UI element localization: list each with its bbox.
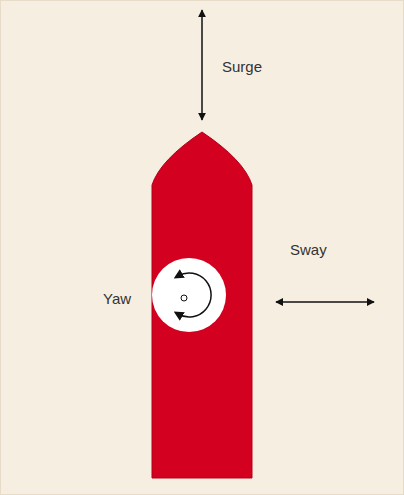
yaw-disc — [152, 258, 226, 332]
motion-label: Sway — [290, 241, 327, 259]
motion-label: Yaw — [103, 290, 131, 308]
yaw-rotation-arrow — [178, 273, 211, 317]
motion-label: Surge — [222, 58, 262, 76]
surge-arrow — [201, 10, 203, 120]
ship-hull — [152, 132, 252, 478]
pivot-point — [181, 295, 187, 301]
sway-arrow — [276, 301, 374, 303]
